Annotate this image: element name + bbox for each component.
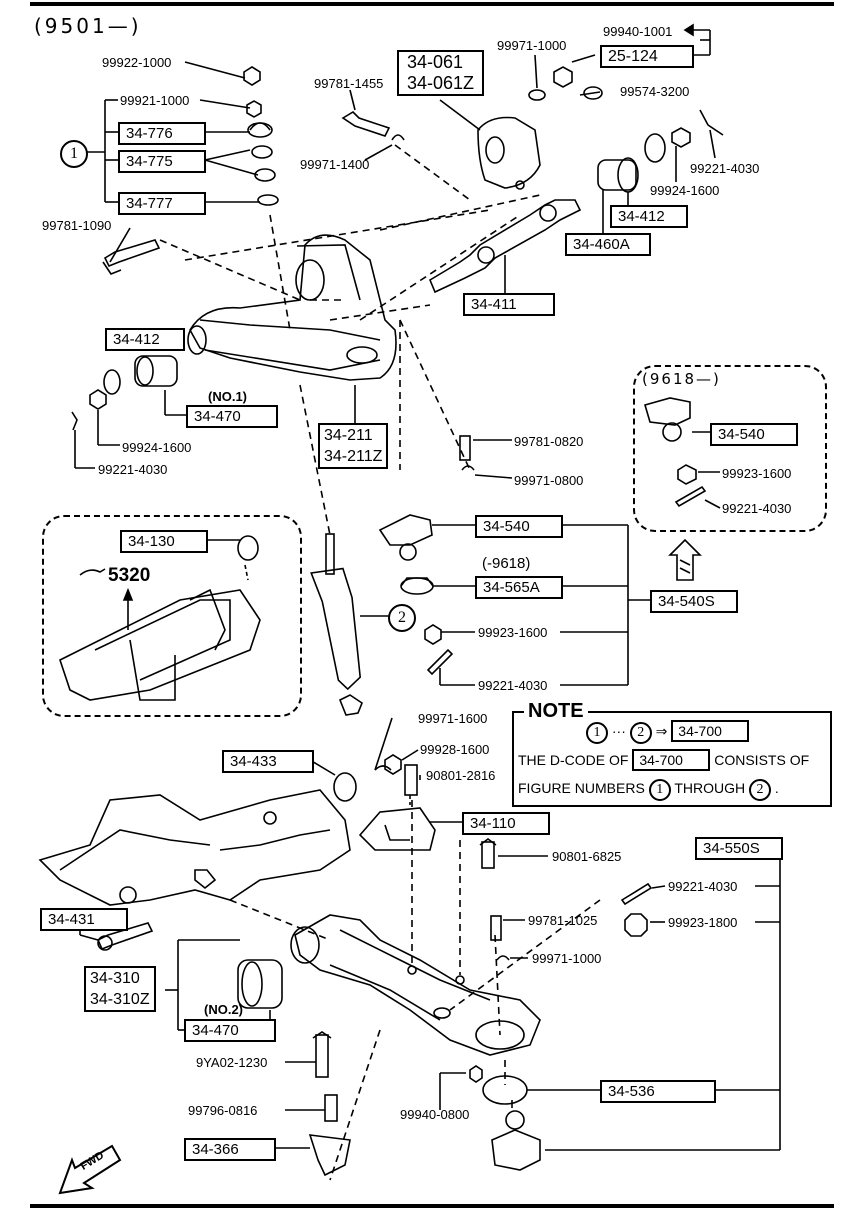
- box-34-310: 34-310 34-310Z: [84, 966, 156, 1012]
- note-through-text: THROUGH: [674, 780, 746, 796]
- part-99921-1000: 99921-1000: [120, 93, 190, 108]
- part-99940-0800: 99940-0800: [400, 1107, 470, 1122]
- note-period: .: [774, 780, 779, 796]
- part-99221-4030-top: 99221-4030: [690, 161, 760, 176]
- box-34-550S: 34-550S: [695, 837, 783, 860]
- part-99221-4030-inset: 99221-4030: [722, 501, 792, 516]
- part-99971-1600: 99971-1600: [418, 711, 488, 726]
- note-circle-1: 1: [586, 722, 608, 744]
- box-34-411: 34-411: [463, 293, 555, 316]
- part-99971-0800: 99971-0800: [514, 473, 584, 488]
- note-figure-text: FIGURE NUMBERS: [518, 780, 645, 796]
- box-34-310-line1: 34-310: [90, 970, 140, 987]
- part-90801-6825: 90801-6825: [552, 849, 622, 864]
- inset-code: (9618—): [642, 370, 721, 388]
- note-line-3: FIGURE NUMBERS 1 THROUGH 2 .: [518, 778, 779, 801]
- inset-panel-frame: [42, 515, 302, 717]
- note-box: [512, 711, 832, 807]
- box-34-433: 34-433: [222, 750, 314, 773]
- part-9YA02-1230: 9YA02-1230: [196, 1055, 268, 1070]
- part-99781-0820: 99781-0820: [514, 434, 584, 449]
- part-99971-1400: 99971-1400: [300, 157, 370, 172]
- box-34-412-left: 34-412: [105, 328, 185, 351]
- note-line-2: THE D-CODE OF 34-700 CONSISTS OF: [518, 749, 809, 771]
- part-90801-2816: 90801-2816: [426, 768, 496, 783]
- part-99221-4030-left: 99221-4030: [98, 462, 168, 477]
- part-99221-4030-lower: 99221-4030: [668, 879, 738, 894]
- part-99923-1600-mid: 99923-1600: [478, 625, 548, 640]
- box-34-211-line2: 34-211Z: [324, 448, 383, 465]
- box-34-061: 34-061 34-061Z: [397, 50, 485, 96]
- box-25-124: 25-124: [600, 45, 694, 68]
- inset-panel-9618: [633, 365, 827, 532]
- part-99924-1600-top: 99924-1600: [650, 183, 720, 198]
- note-box-34-700-b: 34-700: [632, 749, 711, 771]
- box-34-540: 34-540: [475, 515, 563, 538]
- box-34-211-line1: 34-211: [324, 427, 373, 444]
- box-34-061-line1: 34-061: [407, 52, 464, 72]
- note-consists-text: CONSISTS OF: [714, 752, 810, 768]
- label-no1: (NO.1): [208, 389, 247, 404]
- label-no2: (NO.2): [204, 1002, 243, 1017]
- part-99923-1600-inset: 99923-1600: [722, 466, 792, 481]
- note-title: NOTE: [524, 701, 588, 721]
- part-99971-1000-lower: 99971-1000: [532, 951, 602, 966]
- part-99940-1001: 99940-1001: [603, 24, 673, 39]
- part-99928-1600: 99928-1600: [420, 742, 490, 757]
- box-34-366: 34-366: [184, 1138, 276, 1161]
- part-99922-1000: 99922-1000: [102, 55, 172, 70]
- part-99221-4030-mid: 99221-4030: [478, 678, 548, 693]
- note-circle-4: 2: [749, 779, 771, 801]
- box-34-470-no1: 34-470: [186, 405, 278, 428]
- box-34-310-line2: 34-310Z: [90, 991, 150, 1008]
- part-99796-0816: 99796-0816: [188, 1103, 258, 1118]
- box-34-412-right: 34-412: [610, 205, 688, 228]
- note-box-34-700-a: 34-700: [671, 720, 750, 742]
- box-34-470-no2: 34-470: [184, 1019, 276, 1042]
- note-circle-2: 2: [629, 722, 652, 744]
- part-99971-1000-upper: 99971-1000: [497, 38, 567, 53]
- box-34-777: 34-777: [118, 192, 206, 215]
- ref-5320: 5320: [108, 565, 151, 586]
- label-minus-9618: (-9618): [482, 555, 531, 572]
- model-code-header: (9501—): [34, 14, 142, 38]
- box-34-431: 34-431: [40, 908, 128, 931]
- box-34-565A: 34-565A: [475, 576, 563, 599]
- part-99781-1455: 99781-1455: [314, 76, 384, 91]
- part-99781-1025: 99781-1025: [528, 913, 598, 928]
- note-arrow: ⇒: [655, 723, 668, 739]
- part-99924-1600-left: 99924-1600: [122, 440, 192, 455]
- part-99574-3200: 99574-3200: [620, 84, 690, 99]
- part-99781-1090: 99781-1090: [42, 218, 112, 233]
- box-34-775: 34-775: [118, 150, 206, 173]
- box-34-540S: 34-540S: [650, 590, 738, 613]
- note-line-1: 1 ··· 2 ⇒ 34-700: [586, 720, 750, 744]
- note-circle-3: 1: [648, 779, 671, 801]
- callout-2: 2: [388, 604, 416, 632]
- box-34-211: 34-211 34-211Z: [318, 423, 389, 469]
- box-34-110: 34-110: [462, 812, 550, 835]
- box-34-061-line2: 34-061Z: [407, 73, 475, 93]
- note-dots: ···: [611, 723, 626, 739]
- box-34-130: 34-130: [120, 530, 208, 553]
- box-34-540-inset: 34-540: [710, 423, 798, 446]
- box-34-776: 34-776: [118, 122, 206, 145]
- box-34-460A: 34-460A: [565, 233, 651, 256]
- part-99923-1800: 99923-1800: [668, 915, 738, 930]
- note-dcode-text: THE D-CODE OF: [518, 752, 629, 768]
- box-34-536: 34-536: [600, 1080, 716, 1103]
- callout-1: 1: [60, 140, 88, 168]
